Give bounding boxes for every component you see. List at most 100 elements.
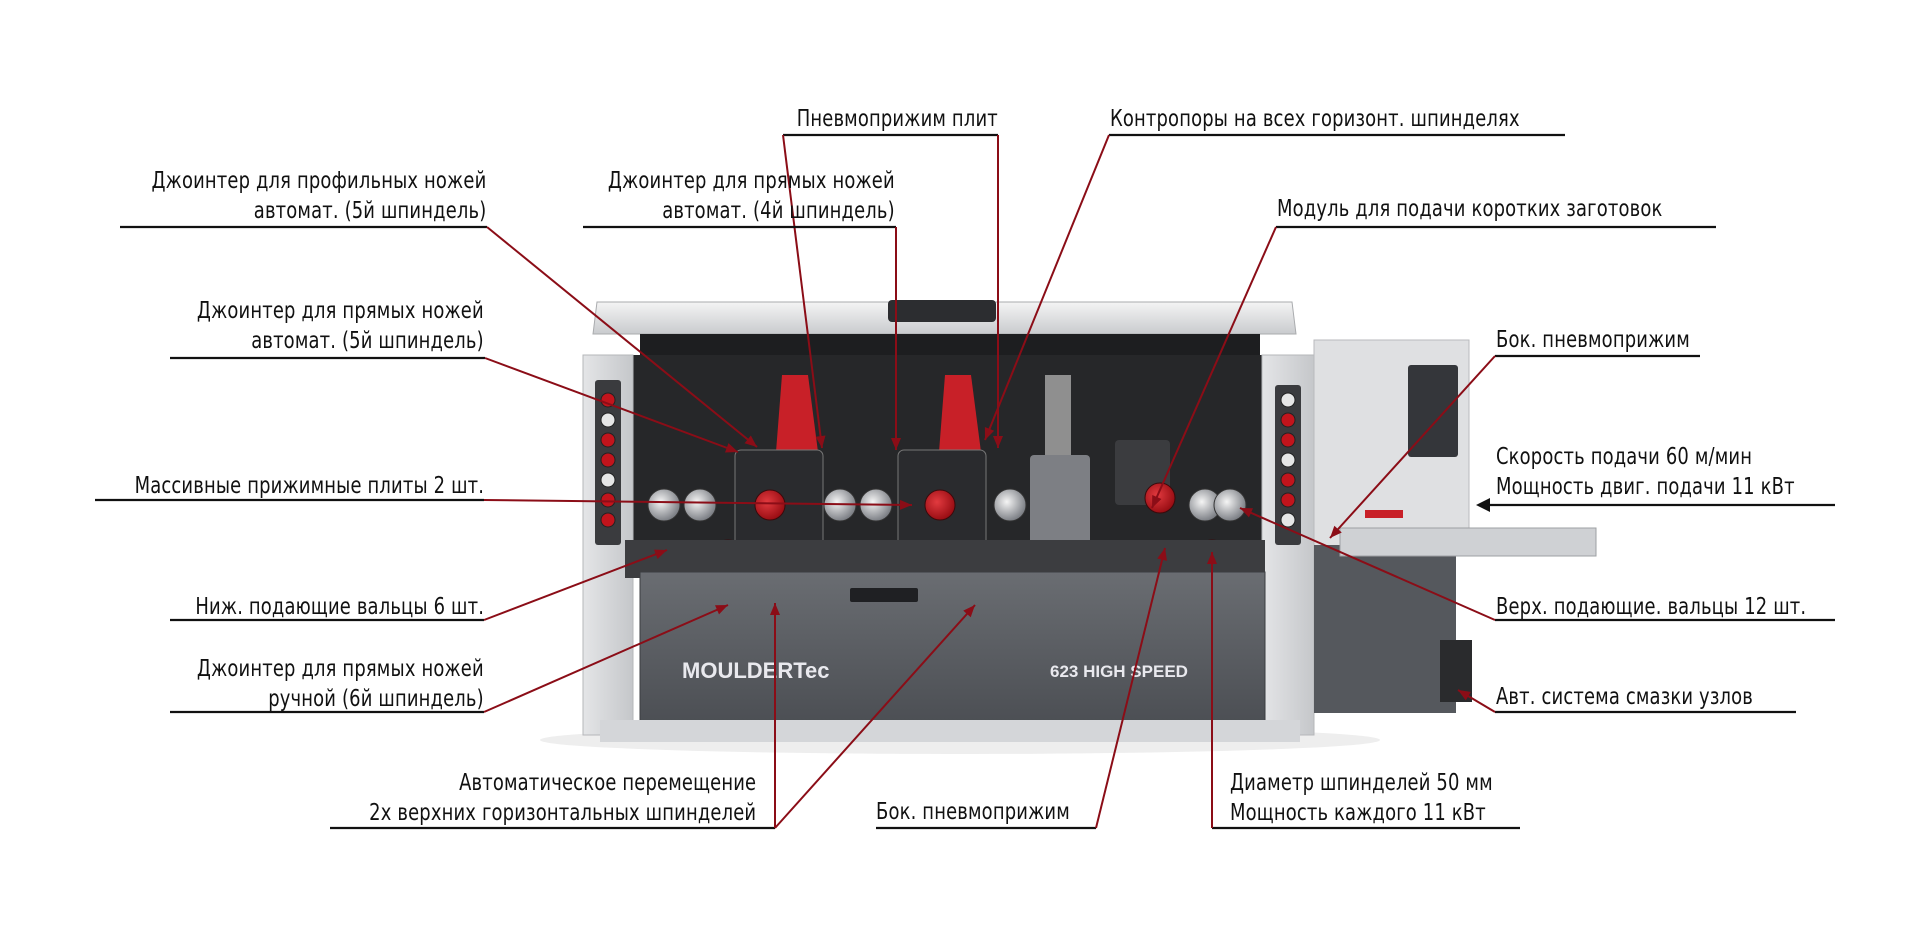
pillar-button (1280, 432, 1296, 448)
top-cover (592, 300, 1297, 362)
pillar-button (1280, 412, 1296, 428)
leader-line (483, 549, 668, 621)
label-line: Джоинтер для прямых ножей (197, 298, 484, 324)
leader-arrow (1240, 508, 1253, 518)
label-pneumo-plates: Пневмоприжим плит (797, 104, 998, 134)
leader-line (1095, 547, 1166, 829)
label-line: Ниж. подающие вальцы 6 шт. (195, 594, 484, 620)
feed-arrow (1476, 498, 1490, 512)
label-side-pneumo-bottom: Бок. пневмоприжим (876, 797, 1070, 827)
leader-arrow (963, 605, 975, 618)
label-lower-rollers: Ниж. подающие вальцы 6 шт. (195, 592, 484, 622)
pillar-button (600, 512, 616, 528)
leader-line (774, 604, 976, 829)
label-pressure-plates: Массивные прижимные плиты 2 шт. (134, 471, 484, 501)
leader-arrow (1157, 548, 1167, 561)
leader-arrow (993, 436, 1003, 448)
pillar-button (600, 432, 616, 448)
steel-roller (647, 488, 681, 522)
label-line: Автоматическое перемещение (458, 770, 756, 796)
leader-arrow (1207, 552, 1217, 564)
steel-roller (683, 488, 717, 522)
label-line: Контропоры на всех горизонт. шпинделях (1110, 106, 1520, 132)
label-jointer-straight-4: Джоинтер для прямых ножей автомат. (4й ш… (608, 166, 895, 226)
label-upper-rollers: Верх. подающие. вальцы 12 шт. (1496, 592, 1806, 622)
pillar-button (600, 392, 616, 408)
leader-arrow (1458, 690, 1471, 701)
label-line: Пневмоприжим плит (796, 106, 998, 132)
label-line: Бок. пневмоприжим (876, 799, 1070, 825)
pillar-button (1280, 452, 1296, 468)
leader-arrow (744, 435, 757, 447)
pillar-button (1280, 512, 1296, 528)
label-short-blanks-module: Модуль для подачи коротких заготовок (1277, 194, 1662, 224)
pillar-button (600, 452, 616, 468)
leader-arrow (891, 438, 901, 450)
red-roller (924, 489, 956, 521)
leader-arrow (899, 499, 912, 510)
leader-arrow (815, 435, 826, 448)
leader-line (483, 604, 729, 713)
label-line: Джоинтер для прямых ножей (197, 656, 484, 682)
leader-arrow (725, 443, 738, 453)
leader-line (782, 134, 823, 449)
leader-line (486, 226, 758, 448)
pillar-button (1280, 472, 1296, 488)
label-line: ручной (6й шпиндель) (268, 686, 484, 712)
leader-line (1329, 355, 1496, 539)
label-line: Джоинтер для прямых ножей (608, 168, 895, 194)
leader-line (484, 357, 739, 453)
label-line: Мощность каждого 11 кВт (1230, 800, 1486, 826)
leader-arrow (654, 549, 667, 559)
label-line: Джоинтер для профильных ножей (151, 168, 486, 194)
control-panel (1408, 365, 1458, 457)
red-roller (754, 489, 786, 521)
label-line: Верх. подающие. вальцы 12 шт. (1496, 594, 1807, 620)
pillar-button (600, 412, 616, 428)
brand-logo: MOULDERTec (682, 658, 830, 683)
pillar-button (600, 492, 616, 508)
label-feed-speed: Скорость подачи 60 м/мин Мощность двиг. … (1496, 442, 1795, 502)
cover-handle (888, 300, 996, 322)
label-side-pneumo-right: Бок. пневмоприжим (1496, 325, 1690, 355)
model-logo: 623 HIGH SPEED (1050, 662, 1188, 681)
pillar-button (600, 472, 616, 488)
leader-line (1151, 226, 1277, 509)
label-line: Модуль для подачи коротких заготовок (1277, 196, 1663, 222)
label-line: Мощность двиг. подачи 11 кВт (1496, 474, 1795, 500)
steel-roller (1213, 488, 1247, 522)
leader-arrow (1330, 525, 1342, 538)
label-jointer-profile-5: Джоинтер для профильных ножей автомат. (… (151, 166, 486, 226)
label-line: Скорость подачи 60 м/мин (1496, 444, 1753, 470)
label-jointer-straight-5: Джоинтер для прямых ножей автомат. (5й ш… (197, 296, 484, 356)
leader-line (1239, 507, 1496, 621)
right-cabinet (1313, 339, 1597, 713)
steel-roller (993, 488, 1027, 522)
label-line: автомат. (5й шпиндель) (253, 198, 486, 224)
right-pillar (1261, 354, 1315, 736)
leader-arrow (1152, 495, 1162, 508)
pillar-button (1280, 492, 1296, 508)
label-line: Авт. система смазки узлов (1496, 684, 1754, 710)
label-counter-supports: Контропоры на всех горизонт. шпинделях (1110, 104, 1520, 134)
pillar-button (1280, 392, 1296, 408)
label-line: автомат. (5й шпиндель) (251, 328, 484, 354)
leader-lines (95, 133, 1835, 830)
label-line: Массивные прижимные плиты 2 шт. (134, 473, 484, 499)
leader-line (483, 499, 913, 506)
label-auto-move: Автоматическое перемещение 2х верхних го… (369, 768, 756, 828)
leader-arrow (770, 603, 780, 615)
leader-arrow (715, 605, 728, 615)
control-buttons (600, 392, 1296, 528)
exhaust-hoods (776, 375, 1071, 455)
machine-body: MOULDERTec 623 HIGH SPEED (600, 571, 1300, 742)
label-line: Бок. пневмоприжим (1496, 327, 1690, 353)
label-jointer-manual-6: Джоинтер для прямых ножей ручной (6й шпи… (197, 654, 484, 714)
label-line: 2х верхних горизонтальных шпинделей (368, 800, 756, 826)
label-lubrication: Авт. система смазки узлов (1496, 682, 1753, 712)
label-spindle-specs: Диаметр шпинделей 50 мм Мощность каждого… (1230, 768, 1493, 828)
leader-arrow (984, 427, 995, 440)
label-line: автомат. (4й шпиндель) (662, 198, 895, 224)
